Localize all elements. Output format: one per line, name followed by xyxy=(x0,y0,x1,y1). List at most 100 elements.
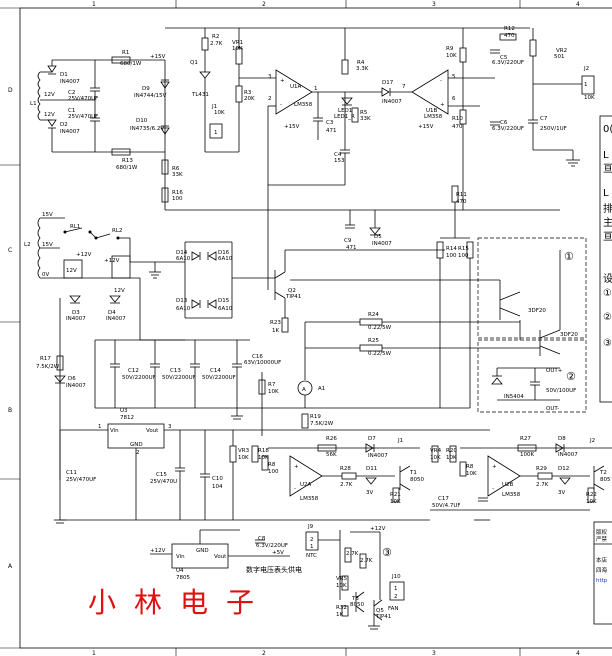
svg-text:R14: R14 xyxy=(446,246,457,252)
svg-text:+12V: +12V xyxy=(150,548,166,554)
svg-text:10K: 10K xyxy=(466,471,477,477)
svg-text:C2: C2 xyxy=(68,90,75,96)
svg-text:25V/470UF: 25V/470UF xyxy=(66,477,96,483)
svg-text:7.5K/2W: 7.5K/2W xyxy=(310,421,334,427)
svg-text:63V/10000UF: 63V/10000UF xyxy=(244,360,281,366)
svg-text:10K: 10K xyxy=(586,499,597,505)
col-label-bottom: 3 xyxy=(432,650,436,656)
svg-text:R3: R3 xyxy=(244,90,252,96)
svg-text:-: - xyxy=(440,78,442,84)
svg-text:亘: 亘 xyxy=(603,232,612,243)
svg-text:②: ② xyxy=(566,370,576,383)
svg-text:C16: C16 xyxy=(252,354,263,360)
fan-section: +12V U4 7805 Vin Vout GND C8 6.3V/220UF … xyxy=(150,524,405,630)
svg-text:1K: 1K xyxy=(336,612,343,618)
svg-text:J1: J1 xyxy=(211,104,217,110)
svg-text:数字电压表头供电: 数字电压表头供电 xyxy=(246,565,302,574)
svg-text:C14: C14 xyxy=(210,368,221,374)
svg-text:D14: D14 xyxy=(176,250,188,256)
svg-text:8050: 8050 xyxy=(350,602,364,608)
col-label-top: 1 xyxy=(92,1,96,8)
svg-text:J9: J9 xyxy=(307,524,314,530)
row-label: C xyxy=(8,247,12,254)
svg-text:+: + xyxy=(280,78,285,84)
svg-text:严禁: 严禁 xyxy=(596,536,608,543)
svg-text:153: 153 xyxy=(334,158,345,164)
svg-text:OUT+: OUT+ xyxy=(546,368,563,374)
col-label-bottom: 4 xyxy=(576,650,580,656)
svg-text:J1: J1 xyxy=(397,438,403,444)
svg-text:6.3V/220UF: 6.3V/220UF xyxy=(492,60,524,66)
svg-text:0.22/5W: 0.22/5W xyxy=(368,325,392,331)
svg-text:1: 1 xyxy=(310,544,314,550)
svg-text:IN4007: IN4007 xyxy=(66,383,86,389)
svg-text:12V: 12V xyxy=(44,92,55,98)
svg-text:470: 470 xyxy=(452,124,463,130)
svg-text:VR4: VR4 xyxy=(430,448,442,454)
main-supply: L2 15V 15V 0V RL1 RL2 12V 12V +12V +12V … xyxy=(24,185,587,470)
svg-text:TIP41: TIP41 xyxy=(375,614,391,620)
svg-text:25V/470UF: 25V/470UF xyxy=(68,114,98,120)
svg-text:7812: 7812 xyxy=(120,415,134,421)
svg-text:NTC: NTC xyxy=(306,553,317,559)
svg-text:1: 1 xyxy=(584,82,588,88)
svg-text:R15: R15 xyxy=(458,246,469,252)
svg-text:R2: R2 xyxy=(212,34,219,40)
svg-text:2.7K: 2.7K xyxy=(210,41,223,47)
svg-text:D10: D10 xyxy=(136,118,148,124)
svg-text:D4: D4 xyxy=(108,310,116,316)
col-label-top: 2 xyxy=(262,1,266,8)
svg-text:6.3V/220UF: 6.3V/220UF xyxy=(256,543,288,549)
svg-text:100: 100 xyxy=(172,196,183,202)
svg-text:50V/2200UF: 50V/2200UF xyxy=(122,375,156,381)
svg-text:7.5K/2W: 7.5K/2W xyxy=(36,364,60,370)
svg-text:3V: 3V xyxy=(558,490,565,496)
svg-text:IN4007: IN4007 xyxy=(368,453,388,459)
svg-text:0V: 0V xyxy=(42,272,49,278)
svg-text:①: ① xyxy=(603,288,612,299)
svg-text:http: http xyxy=(596,578,608,584)
svg-text:D1: D1 xyxy=(60,72,68,78)
svg-text:R16: R16 xyxy=(172,190,183,196)
svg-text:Q1: Q1 xyxy=(190,60,198,66)
svg-text:D11: D11 xyxy=(366,466,377,472)
svg-text:R5: R5 xyxy=(360,110,368,116)
svg-text:-: - xyxy=(492,486,494,492)
svg-text:R18: R18 xyxy=(258,448,269,454)
svg-text:R32: R32 xyxy=(336,605,347,611)
svg-text:Q5: Q5 xyxy=(376,608,384,614)
svg-text:10K: 10K xyxy=(336,583,347,589)
svg-text:设: 设 xyxy=(603,273,612,285)
svg-text:IN4007: IN4007 xyxy=(60,129,80,135)
svg-text:1: 1 xyxy=(98,424,102,430)
svg-text:+15V: +15V xyxy=(418,124,434,130)
row-label: D xyxy=(8,87,13,94)
svg-text:R7: R7 xyxy=(268,382,276,388)
svg-text:版权: 版权 xyxy=(596,528,608,536)
svg-text:0(: 0( xyxy=(603,124,612,135)
svg-text:8050: 8050 xyxy=(410,477,424,483)
svg-text:排: 排 xyxy=(603,202,612,215)
svg-text:2: 2 xyxy=(310,537,314,543)
svg-text:IN4735/6.2V: IN4735/6.2V xyxy=(130,126,164,132)
svg-text:470: 470 xyxy=(504,33,515,39)
brand-watermark: 小林电子 xyxy=(88,586,272,619)
svg-text:VR1: VR1 xyxy=(232,40,243,46)
svg-text:L2: L2 xyxy=(24,242,31,248)
svg-text:D9: D9 xyxy=(142,86,150,92)
svg-text:L: L xyxy=(603,188,609,199)
svg-text:D8: D8 xyxy=(558,436,566,442)
svg-text:100: 100 xyxy=(268,469,279,475)
svg-text:100K: 100K xyxy=(520,452,534,458)
svg-text:GND: GND xyxy=(130,442,143,448)
svg-text:C8: C8 xyxy=(258,536,266,542)
svg-text:C9: C9 xyxy=(344,238,352,244)
svg-text:471: 471 xyxy=(326,128,337,134)
svg-text:VR2: VR2 xyxy=(556,48,567,54)
svg-text:C5: C5 xyxy=(500,55,508,61)
svg-text:6A10: 6A10 xyxy=(218,306,233,312)
svg-text:15V: 15V xyxy=(42,212,53,218)
svg-text:+12V: +12V xyxy=(104,258,120,264)
svg-text:U3: U3 xyxy=(120,408,128,414)
svg-text:12V: 12V xyxy=(44,112,55,118)
